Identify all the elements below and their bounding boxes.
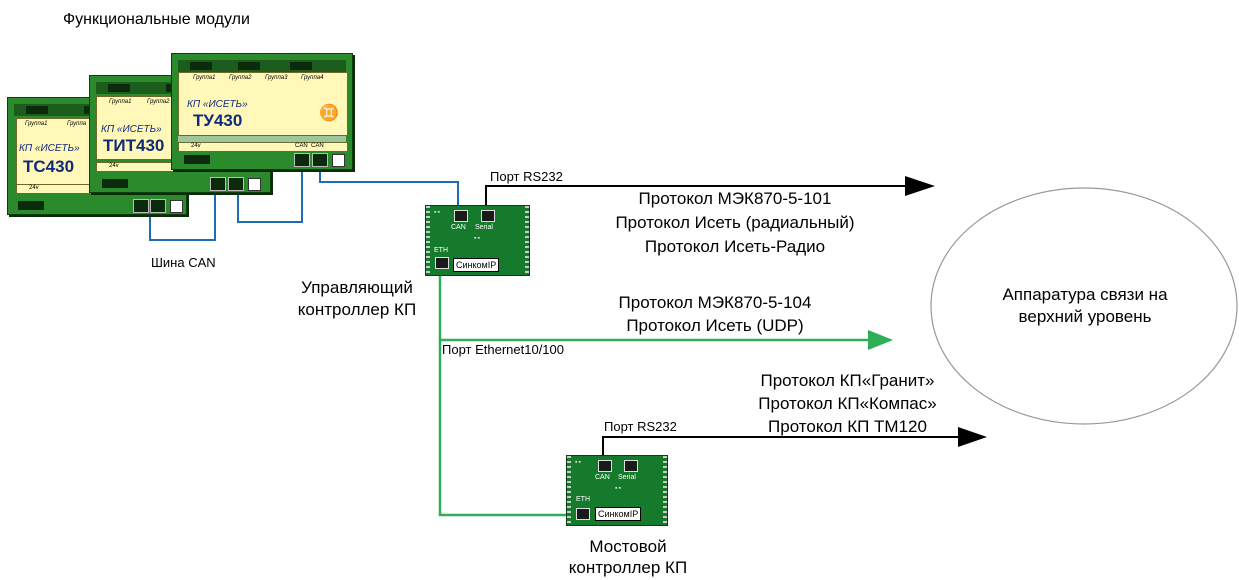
serial-label: Serial [618,474,636,481]
can-label: CAN [451,224,466,231]
protocol-line: Протокол КП«Гранит» [760,371,935,390]
serial-port-icon [481,210,495,222]
can-port-icon [598,460,612,472]
protocols-bridge: Протокол КП«Гранит» Протокол КП«Компас» … [725,369,970,438]
can-port [210,177,226,191]
protocol-line: Протокол МЭК870-5-104 [618,293,812,312]
group-label: Группа2 [147,99,170,105]
voltage-label: 24v [191,143,201,149]
controller-model-box: СинкомIP [595,507,642,521]
serial-port-icon [624,460,638,472]
protocol-line: Протокол КП ТМ120 [768,417,927,436]
module-kp-label: КП «ИСЕТЬ» [19,143,80,154]
power-port [332,154,345,167]
rs232-port-label-bridge: Порт RS232 [604,419,677,434]
voltage-label: 24v [29,185,39,191]
module-kp-label: КП «ИСЕТЬ» [187,99,248,110]
group-label: Группа2 [229,75,252,81]
can-label: CAN [595,474,610,481]
eth-label: ETH [434,247,448,254]
group-label: Группа4 [301,75,324,81]
ethernet-port-label: Порт Ethernet10/100 [442,342,564,357]
ethernet-port-icon [576,508,590,520]
power-port [170,200,183,213]
can-port [150,199,166,213]
main-controller: ▪▪ CAN Serial ▪▪ ETH СинкомIP [425,205,530,276]
group-label: Группа [67,121,87,127]
voltage-label: 24v [109,163,119,169]
serial-line-main [485,185,905,214]
protocol-line: Протокол Исеть (UDP) [626,316,804,335]
module-tu430: Группа1 Группа2 Группа3 Группа4 КП «ИСЕТ… [171,53,353,170]
module-name: ТС430 [23,157,75,176]
uplink-ellipse [930,187,1238,425]
protocol-line: Протокол Исеть (радиальный) [615,213,855,232]
eth-label: ETH [576,496,590,503]
bridge-controller: ▪▪ CAN Serial ▪▪ ETH СинкомIP [566,455,668,526]
can-line-tu-controller [319,168,459,214]
group-label: Группа3 [265,75,288,81]
module-kp-label: КП «ИСЕТЬ» [101,124,162,135]
can-line-ts-tit [149,192,216,241]
main-controller-label: Управляющий контроллер КП [297,278,417,319]
module-name: ТУ430 [193,111,243,130]
can-port [228,177,244,191]
protocols-ethernet: Протокол МЭК870-5-104 Протокол Исеть (UD… [545,291,885,337]
can-labels: CAN CAN [295,143,324,149]
protocol-line: Протокол КП«Компас» [758,394,937,413]
can-port [312,153,328,167]
can-port [294,153,310,167]
diagram-title: Функциональные модули [63,11,250,28]
controller-model-box: СинкомIP [453,258,500,272]
serial-arrow-bridge [958,427,987,447]
can-port [133,199,149,213]
ethernet-port-icon [435,257,449,269]
power-port [248,178,261,191]
can-bus-label: Шина CAN [151,255,216,270]
protocol-line: Протокол МЭК870-5-101 [638,189,832,208]
can-line-tit-tu [237,168,303,223]
group-label: Группа1 [193,75,216,81]
can-port-icon [454,210,468,222]
can-bus-lines [149,168,459,241]
serial-label: Serial [475,224,493,231]
group-label: Группа1 [25,121,48,127]
serial-line-bridge [602,436,958,458]
group-label: Группа1 [109,99,132,105]
uplink-label: Аппаратура связи на верхний уровень [1002,285,1168,326]
rs232-port-label-main: Порт RS232 [490,169,563,184]
serial-arrow-main [905,176,935,196]
module-name: ТИТ430 [103,136,165,155]
bridge-controller-label: Мостовой контроллер КП [568,537,688,577]
ethernet-arrow [868,330,893,350]
protocol-line: Протокол Исеть-Радио [644,237,826,256]
relay-icon: ♊ [319,105,339,122]
protocols-serial: Протокол МЭК870-5-101 Протокол Исеть (ра… [570,187,900,259]
ethernet-line-bridge [438,340,572,517]
